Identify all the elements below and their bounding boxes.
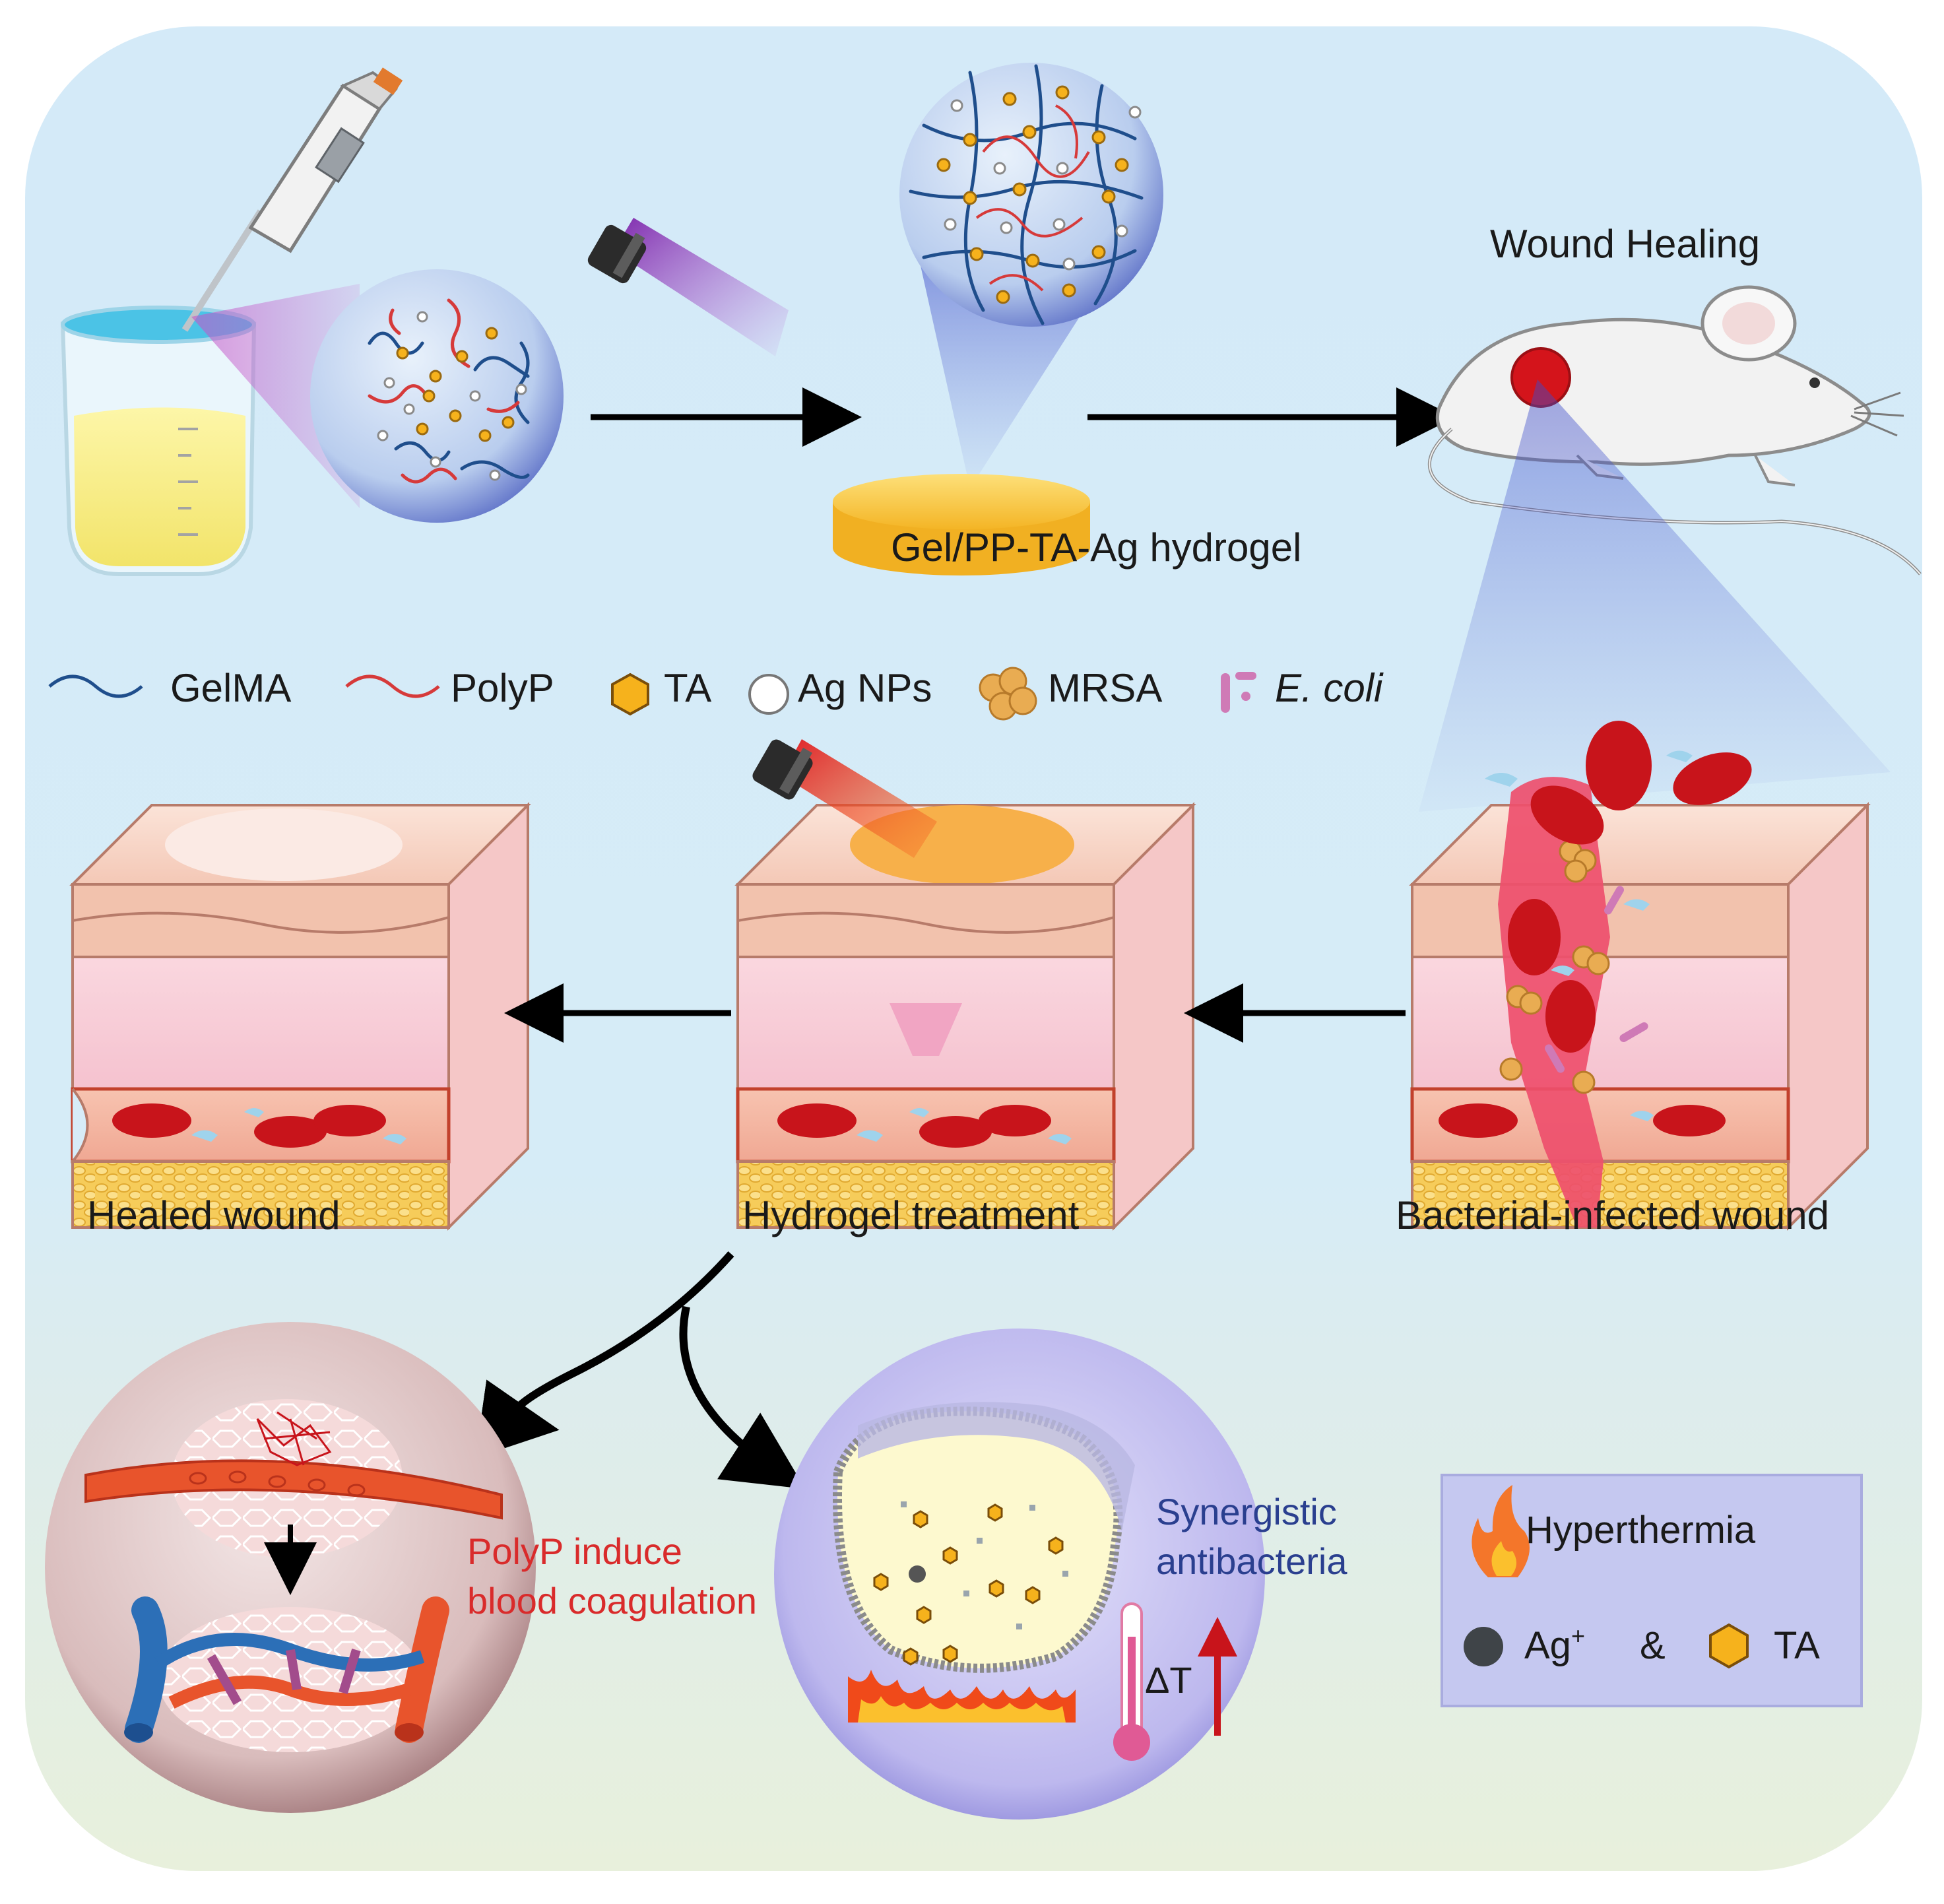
legend: GelMA PolyP TA Ag NPs MRSA E. coli: [48, 666, 1384, 721]
legend-polyp-swatch: [345, 674, 440, 698]
hydrogel-disc: [833, 474, 1090, 575]
ta-icon: [1709, 1623, 1749, 1669]
ag-ion-icon: [1464, 1627, 1503, 1666]
skin-block-treatment: [734, 802, 1196, 1231]
nir-lamp: [752, 739, 937, 858]
synergistic-caption-line1: Synergistic: [1156, 1491, 1337, 1532]
flames: [848, 1670, 1076, 1723]
legend-gelma-label: GelMA: [170, 666, 291, 710]
wound-healing-label: Wound Healing: [1490, 222, 1760, 266]
mixture-sphere: [310, 269, 564, 523]
treatment-label: Hydrogel treatment: [742, 1193, 1080, 1237]
arrow-to-coagulation: [475, 1251, 734, 1459]
uv-lamp: [587, 218, 789, 356]
ag-ion-superscript: +: [1571, 1622, 1585, 1649]
delta-t-label: ΔT: [1145, 1659, 1192, 1701]
legend-gelma-swatch: [48, 674, 143, 698]
polyp-caption-line1: PolyP induce: [467, 1530, 682, 1572]
legend-ecoli-label: E. coli: [1275, 666, 1384, 710]
coagulation-sphere: [45, 1322, 536, 1813]
zoom-cone-beaker: [191, 284, 360, 508]
legend-ecoli-swatch: [1221, 672, 1256, 713]
legend-ta-swatch: [611, 673, 649, 716]
antibacteria-sphere: [774, 1329, 1265, 1820]
arrow-to-antibacteria: [679, 1305, 806, 1490]
hydrogel-label: Gel/PP-TA-Ag hydrogel: [891, 525, 1301, 570]
synergistic-caption-line2: antibacteria: [1156, 1540, 1347, 1582]
svg-text:Ag+: Ag+: [1524, 1622, 1585, 1667]
beaker: [60, 306, 257, 576]
hydrogel-network-sphere: [899, 63, 1163, 488]
skin-block-infected: [1409, 777, 1871, 1231]
legend-agnp-swatch: [748, 674, 789, 715]
legend-mrsa-swatch: [979, 667, 1037, 721]
ta-label: TA: [1774, 1624, 1820, 1667]
polyp-caption-line2: blood coagulation: [467, 1580, 757, 1622]
ag-ion-label: Ag: [1524, 1624, 1571, 1667]
ampersand: &: [1640, 1624, 1666, 1667]
legend-agnp-label: Ag NPs: [798, 666, 932, 710]
legend-mrsa-label: MRSA: [1048, 666, 1162, 710]
healed-label: Healed wound: [87, 1193, 340, 1237]
thermometer: [1113, 1602, 1150, 1761]
legend-polyp-label: PolyP: [451, 666, 554, 710]
hyperthermia-label: Hyperthermia: [1526, 1509, 1756, 1552]
legend-ta-label: TA: [664, 666, 711, 710]
mechanism-box: Hyperthermia Ag+ & TA: [1441, 1474, 1863, 1707]
pipette: [181, 67, 403, 332]
infected-label: Bacterial-infected wound: [1396, 1193, 1829, 1237]
fire-icon: [1472, 1485, 1530, 1577]
rbc-cluster: [1485, 721, 1752, 845]
skin-block-healed: [69, 802, 531, 1231]
zoom-cone-mouse: [1419, 379, 1891, 812]
